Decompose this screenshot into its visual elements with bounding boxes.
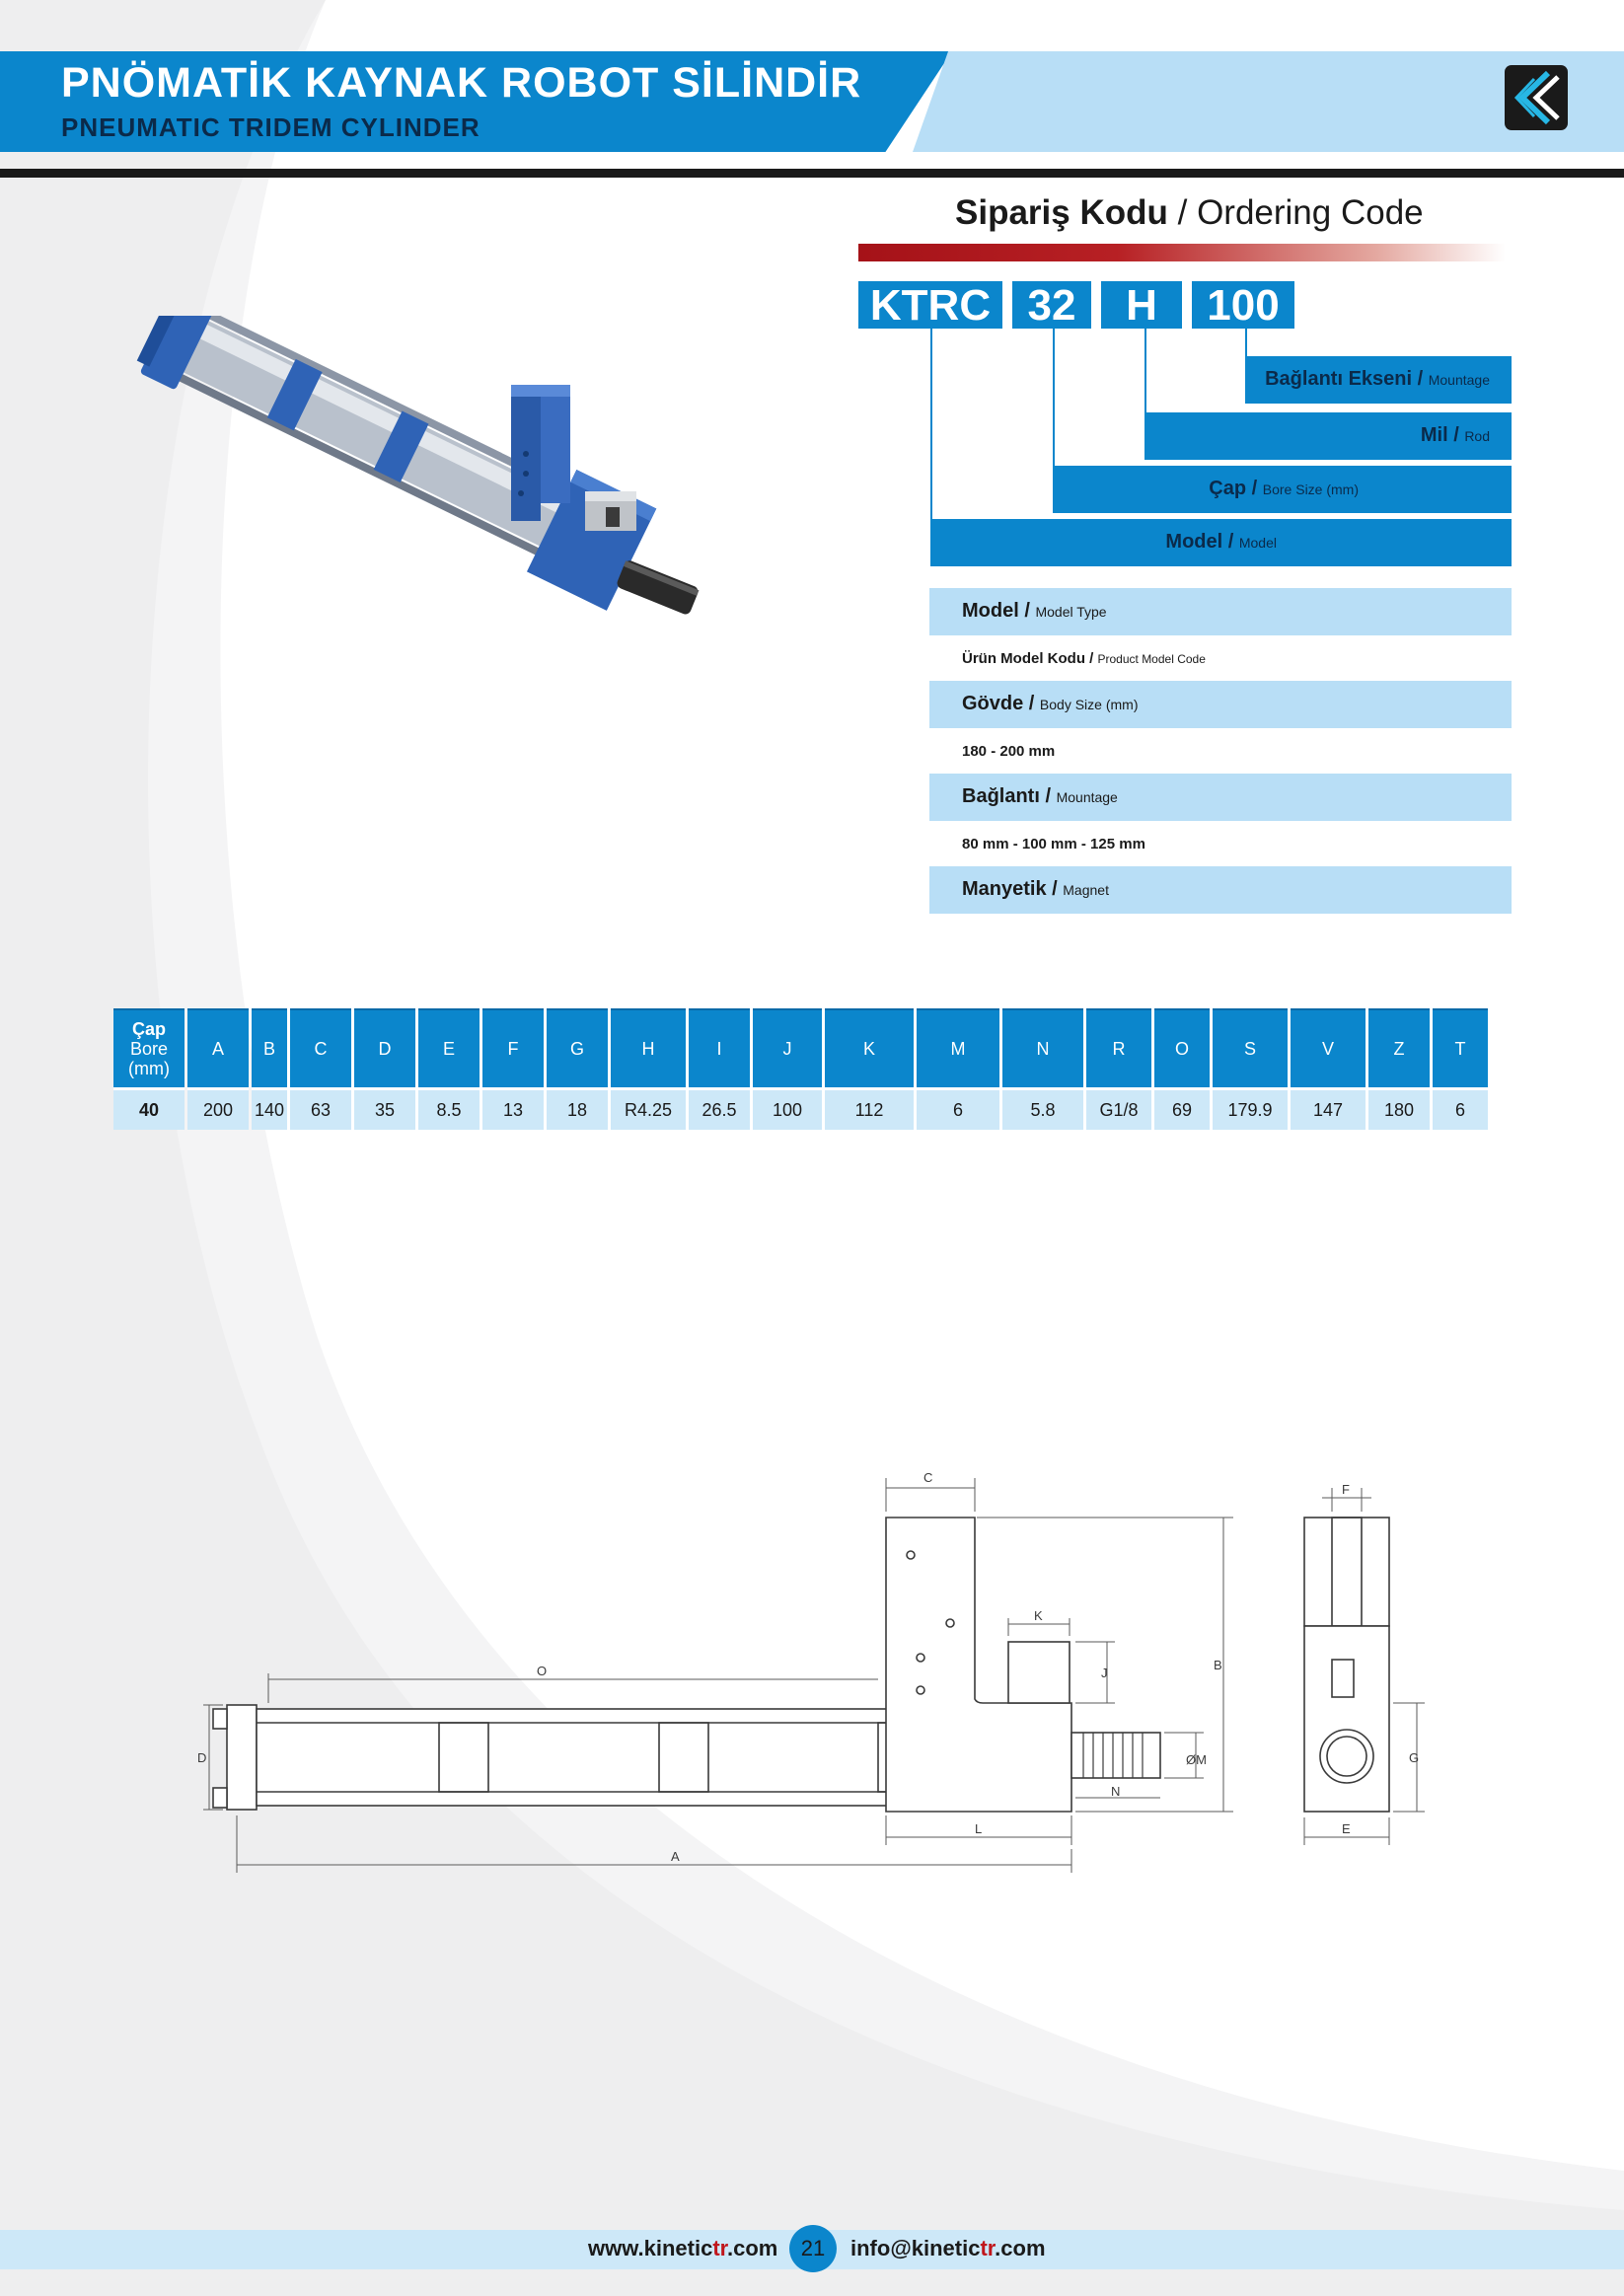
dim-label: F xyxy=(1342,1482,1350,1497)
table-cell: 147 xyxy=(1291,1087,1366,1130)
code-bar-rod: Mil / Rod xyxy=(1144,412,1512,460)
header-rule xyxy=(0,169,1624,178)
dim-label: D xyxy=(197,1750,206,1765)
dim-label: ØM xyxy=(1186,1752,1207,1767)
table-header: G xyxy=(547,1008,608,1087)
table-header: I xyxy=(689,1008,750,1087)
code-box-rod: H xyxy=(1101,281,1182,330)
connector-line xyxy=(1245,329,1247,358)
technical-drawing: C K J O D B ØM N L A F G E xyxy=(197,1470,1425,1873)
dim-label: B xyxy=(1214,1658,1222,1672)
code-box-mountage: 100 xyxy=(1192,281,1294,330)
code-bar-bore: Çap / Bore Size (mm) xyxy=(1053,466,1512,513)
table-header: M xyxy=(917,1008,999,1087)
detail-value-mountage: 80 mm - 100 mm - 125 mm xyxy=(962,836,1145,852)
connector-line xyxy=(1053,329,1055,466)
table-cell: 18 xyxy=(547,1087,608,1130)
table-header: R xyxy=(1086,1008,1151,1087)
page-number: 21 xyxy=(789,2225,837,2272)
table-header: O xyxy=(1154,1008,1210,1087)
table-cell: 112 xyxy=(825,1087,914,1130)
table-cell: 13 xyxy=(482,1087,544,1130)
table-header: N xyxy=(1002,1008,1083,1087)
table-cell: 6 xyxy=(1433,1087,1488,1130)
table-header: D xyxy=(354,1008,415,1087)
code-bar-mountage: Bağlantı Ekseni / Mountage xyxy=(1245,356,1512,404)
dim-label: N xyxy=(1111,1784,1120,1799)
table-cell: 63 xyxy=(290,1087,351,1130)
table-header: J xyxy=(753,1008,822,1087)
table-header: A xyxy=(187,1008,249,1087)
table-header: H xyxy=(611,1008,686,1087)
dim-label: O xyxy=(537,1664,547,1678)
dim-label: J xyxy=(1101,1666,1108,1680)
cylinder-product-image xyxy=(136,316,700,615)
detail-row-body: Gövde / Body Size (mm) xyxy=(929,681,1512,728)
ordering-code-heading: Sipariş Kodu / Ordering Code xyxy=(955,193,1424,232)
connector-line xyxy=(1144,329,1146,412)
table-header: V xyxy=(1291,1008,1366,1087)
table-header: F xyxy=(482,1008,544,1087)
table-cell: 8.5 xyxy=(418,1087,480,1130)
detail-value-body: 180 - 200 mm xyxy=(962,743,1056,760)
page-subtitle: PNEUMATIC TRIDEM CYLINDER xyxy=(61,112,480,142)
table-cell: 5.8 xyxy=(1002,1087,1083,1130)
detail-row-magnet: Manyetik / Magnet xyxy=(929,866,1512,914)
table-cell: 40 xyxy=(113,1087,185,1130)
dim-label: E xyxy=(1342,1821,1351,1836)
table-cell: 100 xyxy=(753,1087,822,1130)
dim-label: G xyxy=(1409,1750,1419,1765)
table-cell: G1/8 xyxy=(1086,1087,1151,1130)
code-box-model: KTRC xyxy=(858,281,1002,330)
detail-value-model: Ürün Model Kodu / Product Model Code xyxy=(962,650,1206,667)
table-header: Z xyxy=(1368,1008,1430,1087)
code-box-bore: 32 xyxy=(1012,281,1091,330)
table-cell: 26.5 xyxy=(689,1087,750,1130)
connector-line xyxy=(930,329,932,519)
header-band xyxy=(0,51,952,152)
table-header: C xyxy=(290,1008,351,1087)
footer-website-link[interactable]: www.kinetictr.com xyxy=(588,2236,778,2260)
kinetic-logo-icon xyxy=(1505,65,1568,130)
dim-label: K xyxy=(1034,1608,1043,1623)
table-cell: 179.9 xyxy=(1213,1087,1288,1130)
table-cell: 140 xyxy=(252,1087,287,1130)
table-cell: 35 xyxy=(354,1087,415,1130)
code-bar-model: Model / Model xyxy=(930,519,1512,566)
table-cell: 200 xyxy=(187,1087,249,1130)
table-row: 40 200 140 63 35 8.5 13 18 R4.25 26.5 10… xyxy=(113,1087,1488,1130)
table-header: S xyxy=(1213,1008,1288,1087)
table-header: B xyxy=(252,1008,287,1087)
dim-label: C xyxy=(923,1470,932,1485)
table-header: K xyxy=(825,1008,914,1087)
table-cell: 69 xyxy=(1154,1087,1210,1130)
dim-label: A xyxy=(671,1849,680,1864)
heading-gradient-bar xyxy=(858,244,1506,261)
footer-email-link[interactable]: info@kinetictr.com xyxy=(850,2236,1046,2260)
dim-label: L xyxy=(975,1821,982,1836)
table-cell: R4.25 xyxy=(611,1087,686,1130)
detail-row-mountage: Bağlantı / Mountage xyxy=(929,774,1512,821)
table-header: T xyxy=(1433,1008,1488,1087)
table-header: E xyxy=(418,1008,480,1087)
detail-row-model: Model / Model Type xyxy=(929,588,1512,635)
table-cell: 180 xyxy=(1368,1087,1430,1130)
table-cell: 6 xyxy=(917,1087,999,1130)
page-title: PNÖMATİK KAYNAK ROBOT SİLİNDİR xyxy=(61,59,862,107)
